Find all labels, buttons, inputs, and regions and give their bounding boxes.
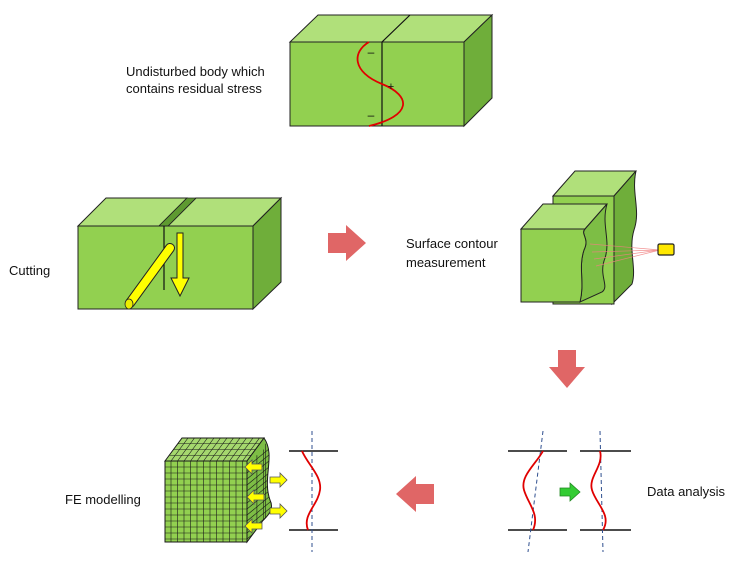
cutting-wire (124, 243, 175, 310)
laser-probe-icon (657, 243, 675, 256)
stress-sign-top: – (368, 45, 375, 59)
data-analysis-label: Data analysis (647, 484, 726, 499)
surface-contour-label-line2: measurement (406, 255, 486, 270)
undisturbed-stress-curve (356, 41, 404, 127)
stress-sign-bottom: – (368, 108, 375, 122)
push-arrow-icon (244, 459, 263, 475)
undisturbed-body-label-line1: Undisturbed body which (126, 64, 265, 79)
push-arrow-icon (246, 489, 265, 505)
undisturbed-body-cut-plane (381, 14, 411, 126)
arrow-right-icon-small (559, 482, 581, 502)
fe-modelling-label: FE modelling (65, 492, 141, 507)
laser-beams (589, 243, 661, 267)
applied-displacement-arrows (244, 459, 288, 534)
push-arrow-icon (269, 472, 288, 488)
cut-halves (519, 170, 638, 306)
undisturbed-body-top (288, 14, 494, 43)
surface-contour-label-line1: Surface contour (406, 236, 498, 251)
undisturbed-body: – + – (288, 13, 494, 128)
back-half-face (611, 170, 638, 306)
raw-contour-profile (508, 430, 567, 553)
fe-mesh-front (164, 460, 248, 543)
fe-stress-profile (289, 431, 338, 552)
arrow-left-icon (396, 476, 434, 512)
arrow-down-icon (549, 350, 585, 388)
front-half-front (520, 228, 587, 303)
corrected-contour-profile (580, 430, 631, 553)
push-arrow-icon (269, 503, 288, 519)
cutting-block-front (77, 225, 254, 310)
stress-sign-middle: + (388, 81, 394, 93)
arrow-right-icon (328, 225, 366, 261)
fe-mesh (164, 437, 272, 544)
cut-direction-arrow (170, 232, 190, 298)
push-arrow-icon (244, 518, 263, 534)
undisturbed-body-label-line2: contains residual stress (126, 81, 262, 96)
undisturbed-body-front (289, 41, 465, 127)
cutting-label: Cutting (9, 263, 51, 278)
cutting-block (76, 196, 283, 311)
